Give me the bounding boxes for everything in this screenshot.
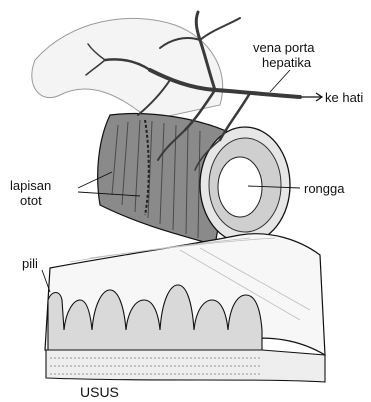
label-pili: pili bbox=[22, 256, 38, 271]
label-vena-porta-line1: vena porta bbox=[253, 40, 315, 55]
label-ke-hati: ke hati bbox=[325, 90, 363, 105]
label-lapisan-otot-line2: otot bbox=[20, 193, 42, 208]
lumen-cavity bbox=[218, 157, 262, 217]
arrow-ke-hati bbox=[302, 93, 322, 101]
leader-vena-porta bbox=[270, 70, 290, 92]
intestine-tube-distal bbox=[32, 18, 223, 120]
label-usus: USUS bbox=[80, 384, 119, 400]
label-vena-porta-line2: hepatika bbox=[262, 55, 312, 70]
label-lapisan-otot-line1: lapisan bbox=[10, 178, 51, 193]
label-rongga: rongga bbox=[304, 181, 345, 196]
